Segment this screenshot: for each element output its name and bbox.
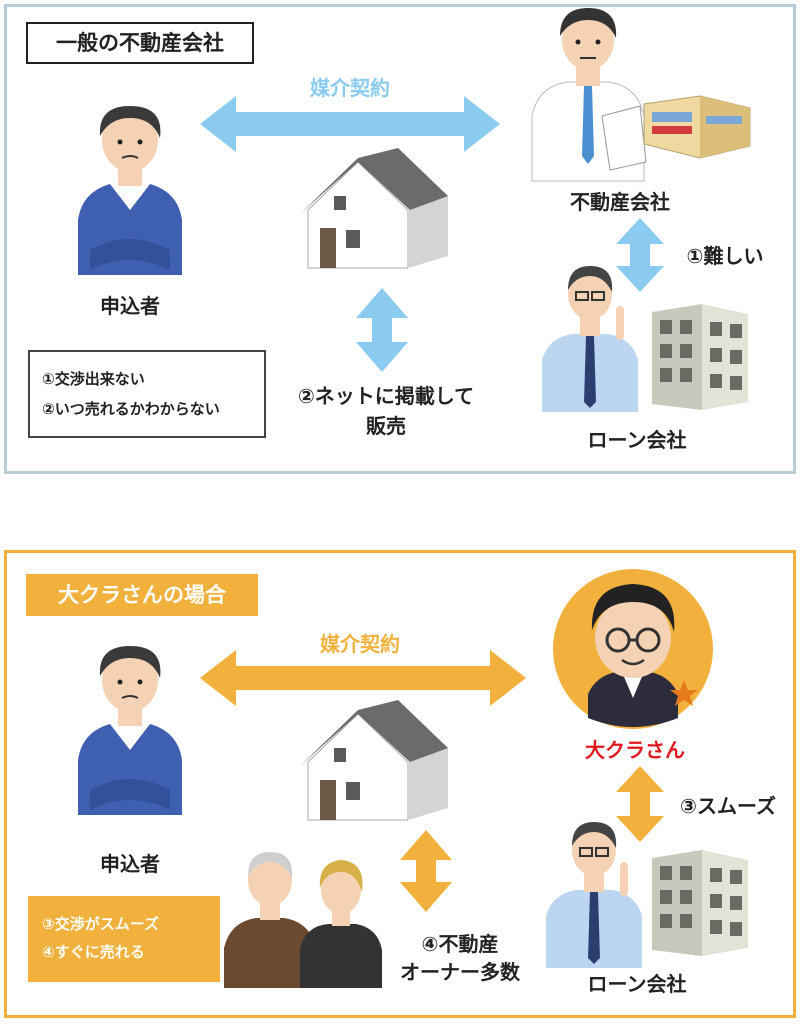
loan-label: ローン会社: [587, 428, 687, 452]
applicant-label: 申込者: [100, 852, 160, 876]
house-icon: [300, 148, 448, 269]
applicant-label: 申込者: [100, 294, 160, 318]
owners-label-1: ④不動産: [421, 932, 499, 956]
contract-arrow: [200, 650, 526, 706]
okura-mascot-icon: [553, 569, 713, 729]
general-note-1: ①交渉出来ない: [42, 370, 145, 388]
businessman-icon: [531, 8, 647, 182]
okura-notes: ③交渉がスムーズ ④すぐに売れる: [28, 896, 220, 982]
contract-arrow: [200, 96, 500, 152]
owners-arrow: [400, 830, 452, 912]
okura-note-2: ④すぐに売れる: [42, 943, 145, 961]
loan-officer-icon: [546, 822, 642, 968]
loan-label: ローン会社: [587, 972, 687, 996]
net-label-2: 販売: [366, 414, 406, 438]
person-worried-icon: [78, 646, 182, 815]
house-icon: [300, 700, 448, 821]
general-panel: [4, 4, 796, 474]
general-note-2: ②いつ売れるかわからない: [42, 400, 220, 418]
net-arrow: [356, 288, 408, 372]
difficult-arrow: [616, 218, 664, 292]
office-building-icon: [652, 304, 748, 410]
general-title: 一般の不動産会社: [26, 22, 254, 64]
general-notes: ①交渉出来ない ②いつ売れるかわからない: [28, 350, 266, 438]
loan-officer-icon: [542, 266, 638, 412]
owners-label-2: オーナー多数: [400, 960, 520, 984]
realestate-label: 不動産会社: [570, 190, 670, 214]
person-worried-icon: [78, 106, 182, 275]
office-building-icon: [652, 850, 748, 956]
smooth-arrow: [616, 766, 664, 842]
okura-note-1: ③交渉がスムーズ: [42, 915, 159, 933]
contract-label: 媒介契約: [310, 76, 390, 100]
contract-label: 媒介契約: [320, 632, 400, 656]
smooth-label: ③スムーズ: [680, 794, 776, 818]
difficult-label: ①難しい: [686, 244, 764, 268]
office-building-icon: [643, 95, 751, 159]
okura-title: 大クラさんの場合: [26, 574, 258, 616]
okura-label: 大クラさん: [585, 738, 685, 762]
net-label-1: ②ネットに掲載して: [297, 384, 475, 408]
okura-panel: [4, 550, 796, 1018]
elderly-couple-icon: [224, 852, 382, 988]
